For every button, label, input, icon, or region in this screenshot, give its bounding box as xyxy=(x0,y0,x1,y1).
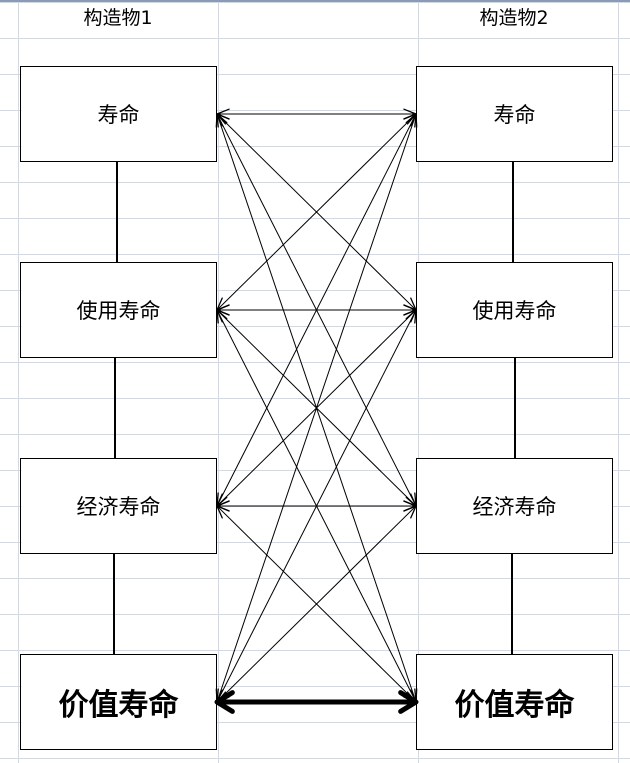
structure-2-service-life-box: 使用寿命 xyxy=(416,262,613,358)
arrowhead-left-4-4 xyxy=(214,690,235,714)
arrowhead-right-4-2 xyxy=(405,309,417,324)
structure-2-economic-life-box: 经济寿命 xyxy=(416,458,613,554)
structure-2-lifespan-box: 寿命 xyxy=(416,66,613,162)
structure-2-value-life-box: 价值寿命 xyxy=(416,654,613,750)
arrow-line-4-1 xyxy=(216,113,417,703)
right-connector-3 xyxy=(511,554,513,654)
top-border xyxy=(0,0,630,2)
structure-1-header: 构造物1 xyxy=(83,7,153,29)
right-connector-1 xyxy=(512,162,514,262)
right-connector-2 xyxy=(514,358,516,458)
structure-1-value-life-box: 价值寿命 xyxy=(20,654,217,750)
left-connector-2 xyxy=(114,358,116,458)
structure-1-service-life-box: 使用寿命 xyxy=(20,262,217,358)
arrow-line-3-1 xyxy=(216,113,417,507)
left-connector-3 xyxy=(113,554,115,654)
left-connector-1 xyxy=(116,162,118,262)
arrowhead-right-4-4 xyxy=(398,690,419,714)
structure-1-economic-life-box: 经济寿命 xyxy=(20,458,217,554)
arrowhead-right-4-3 xyxy=(403,505,417,519)
arrowhead-right-4-1 xyxy=(406,113,418,128)
arrow-line-4-3 xyxy=(216,505,417,703)
arrow-line-4-2 xyxy=(216,309,417,703)
arrowhead-left-3-4 xyxy=(216,505,230,519)
structure-1-lifespan-box: 寿命 xyxy=(20,66,217,162)
arrowhead-left-1-4 xyxy=(215,113,227,128)
structure-2-header: 构造物2 xyxy=(479,7,549,29)
arrowhead-left-2-4 xyxy=(216,309,228,324)
arrow-line-2-1 xyxy=(216,113,417,311)
